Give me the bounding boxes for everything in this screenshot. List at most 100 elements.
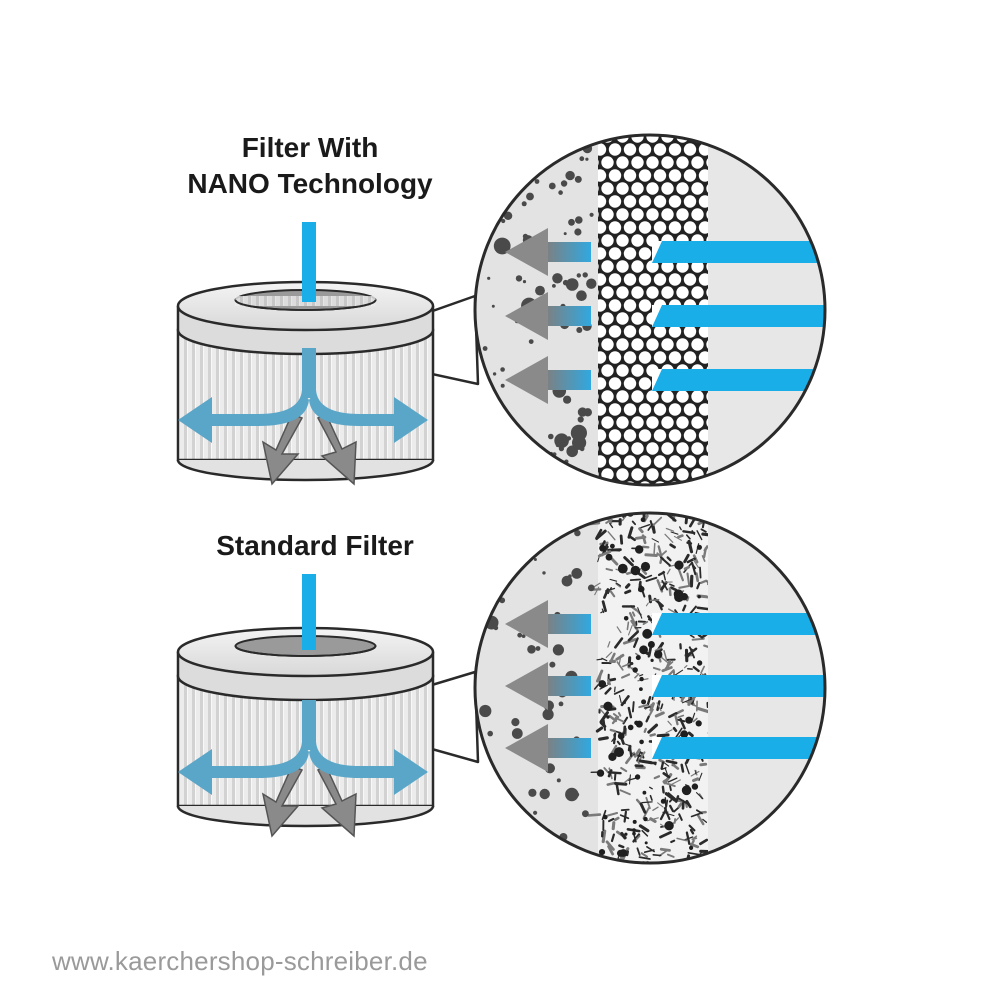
fiber [687, 851, 700, 856]
trapped-particle [696, 660, 703, 666]
fiber [669, 784, 672, 792]
fiber [667, 720, 672, 726]
nano-filter-title: Filter With NANO Technology [160, 130, 460, 202]
fiber [643, 727, 647, 733]
particle [546, 459, 550, 464]
trapped-particle [664, 821, 674, 831]
fiber [620, 808, 630, 812]
trapped-particle [617, 563, 628, 574]
fiber [661, 785, 665, 794]
fiber [701, 532, 710, 537]
particle [574, 228, 582, 236]
fiber [696, 706, 710, 714]
fiber [669, 586, 678, 592]
fiber [668, 711, 678, 719]
particle [483, 595, 487, 599]
fiber [700, 665, 706, 674]
particle [545, 140, 556, 151]
trapped-particle [681, 785, 692, 796]
trapped-particle [632, 831, 636, 836]
outflow-arrow-shaft [545, 242, 591, 262]
fiber [678, 813, 683, 821]
fiber [663, 806, 671, 821]
fiber [633, 833, 637, 843]
fiber [624, 583, 631, 589]
particle [521, 634, 526, 638]
trapped-particle [634, 720, 639, 726]
fiber [666, 568, 671, 575]
particle [563, 395, 572, 404]
trapped-particle [683, 862, 692, 863]
fiber [638, 856, 651, 860]
particle [498, 524, 506, 532]
particle [478, 183, 482, 187]
fiber [638, 824, 650, 833]
particle [576, 327, 583, 333]
fiber [657, 802, 664, 808]
clean-air-stream [652, 613, 825, 635]
fiber [647, 864, 651, 872]
fiber [649, 817, 657, 823]
fiber [637, 607, 643, 619]
trapped-particle [674, 560, 684, 570]
fiber [659, 847, 671, 852]
trapped-particle [639, 739, 644, 745]
fiber [595, 529, 607, 540]
fiber [639, 674, 644, 677]
clean-air-stream [652, 241, 825, 263]
particle [565, 787, 579, 802]
trapped-particle [627, 724, 634, 731]
fiber [668, 587, 672, 597]
fiber [670, 839, 676, 844]
fiber [696, 809, 703, 815]
trapped-particle [605, 553, 613, 561]
fiber [617, 712, 622, 717]
fiber [607, 678, 611, 686]
particle [533, 558, 537, 561]
fiber [602, 719, 606, 731]
outflow-arrow-shaft [545, 676, 591, 696]
nano-inflow-stream [302, 222, 316, 302]
trapped-particle [639, 645, 648, 655]
fiber [633, 637, 639, 648]
particle [565, 278, 579, 291]
fiber [663, 649, 668, 661]
particle [504, 806, 512, 813]
particle [587, 584, 595, 592]
particle [556, 778, 561, 783]
particle [517, 632, 523, 638]
trapped-particle [643, 816, 648, 822]
particle [576, 290, 587, 302]
fiber [685, 652, 692, 659]
fiber [645, 796, 651, 810]
nano-title-line1: Filter With [241, 132, 379, 163]
trapped-particle [635, 655, 641, 661]
trapped-particle [642, 628, 653, 639]
fiber [691, 513, 697, 517]
fiber [682, 604, 687, 612]
trapped-particle [623, 616, 629, 621]
fiber [698, 772, 703, 782]
clean-air-stream [652, 737, 825, 759]
particle [478, 451, 482, 455]
fiber [631, 520, 636, 526]
fiber [645, 602, 649, 607]
fiber [630, 619, 640, 633]
fiber [634, 673, 640, 679]
fiber [656, 702, 662, 712]
fiber [622, 638, 637, 645]
fiber [659, 823, 665, 828]
fiber [673, 535, 682, 541]
fiber [699, 762, 708, 767]
fiber [648, 645, 653, 657]
fiber [682, 530, 696, 535]
fiber [616, 661, 624, 671]
fiber [614, 637, 624, 649]
fiber [702, 818, 708, 823]
trapped-particle [635, 545, 644, 554]
fiber [651, 538, 659, 543]
particle [489, 801, 494, 806]
trapped-particle [598, 849, 606, 856]
outflow-arrow-head [505, 228, 548, 276]
particle [569, 219, 573, 224]
